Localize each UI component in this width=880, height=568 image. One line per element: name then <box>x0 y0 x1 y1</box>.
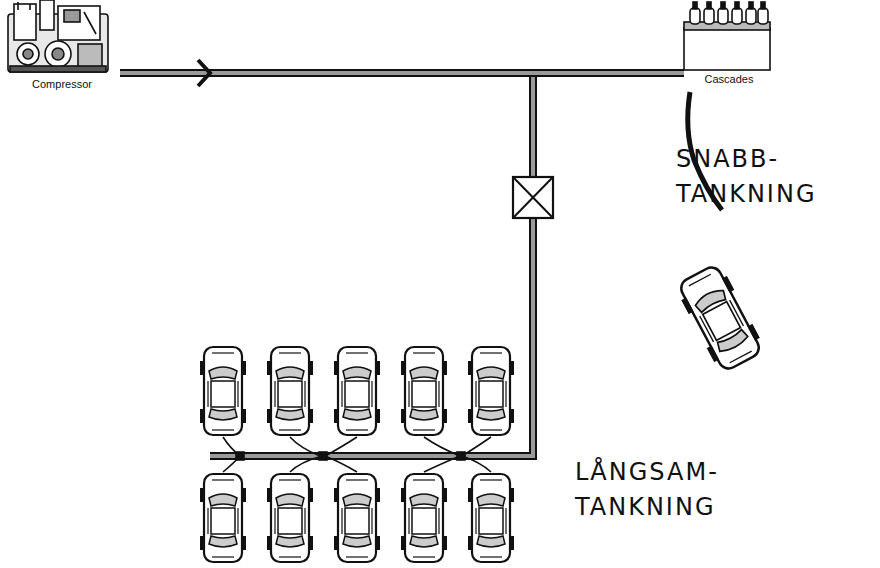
fill-hoses <box>223 437 491 472</box>
car-fast-fill <box>674 262 767 374</box>
handwritten-label: LÅNGSAM- TANKNING <box>575 455 719 525</box>
node-caption: Cascades <box>684 73 774 85</box>
slow-fill-cars <box>200 347 514 562</box>
branch-pipe <box>210 73 553 456</box>
cascade-drawing <box>684 2 770 70</box>
node-caption: Compressor <box>4 78 120 90</box>
cascade-node: Cascades <box>684 0 774 90</box>
gas-pipe <box>120 60 684 86</box>
compressor-drawing <box>8 0 108 72</box>
handwritten-label: SNABB- TANKNING <box>676 142 816 212</box>
compressor-node: Compressor <box>4 0 120 96</box>
